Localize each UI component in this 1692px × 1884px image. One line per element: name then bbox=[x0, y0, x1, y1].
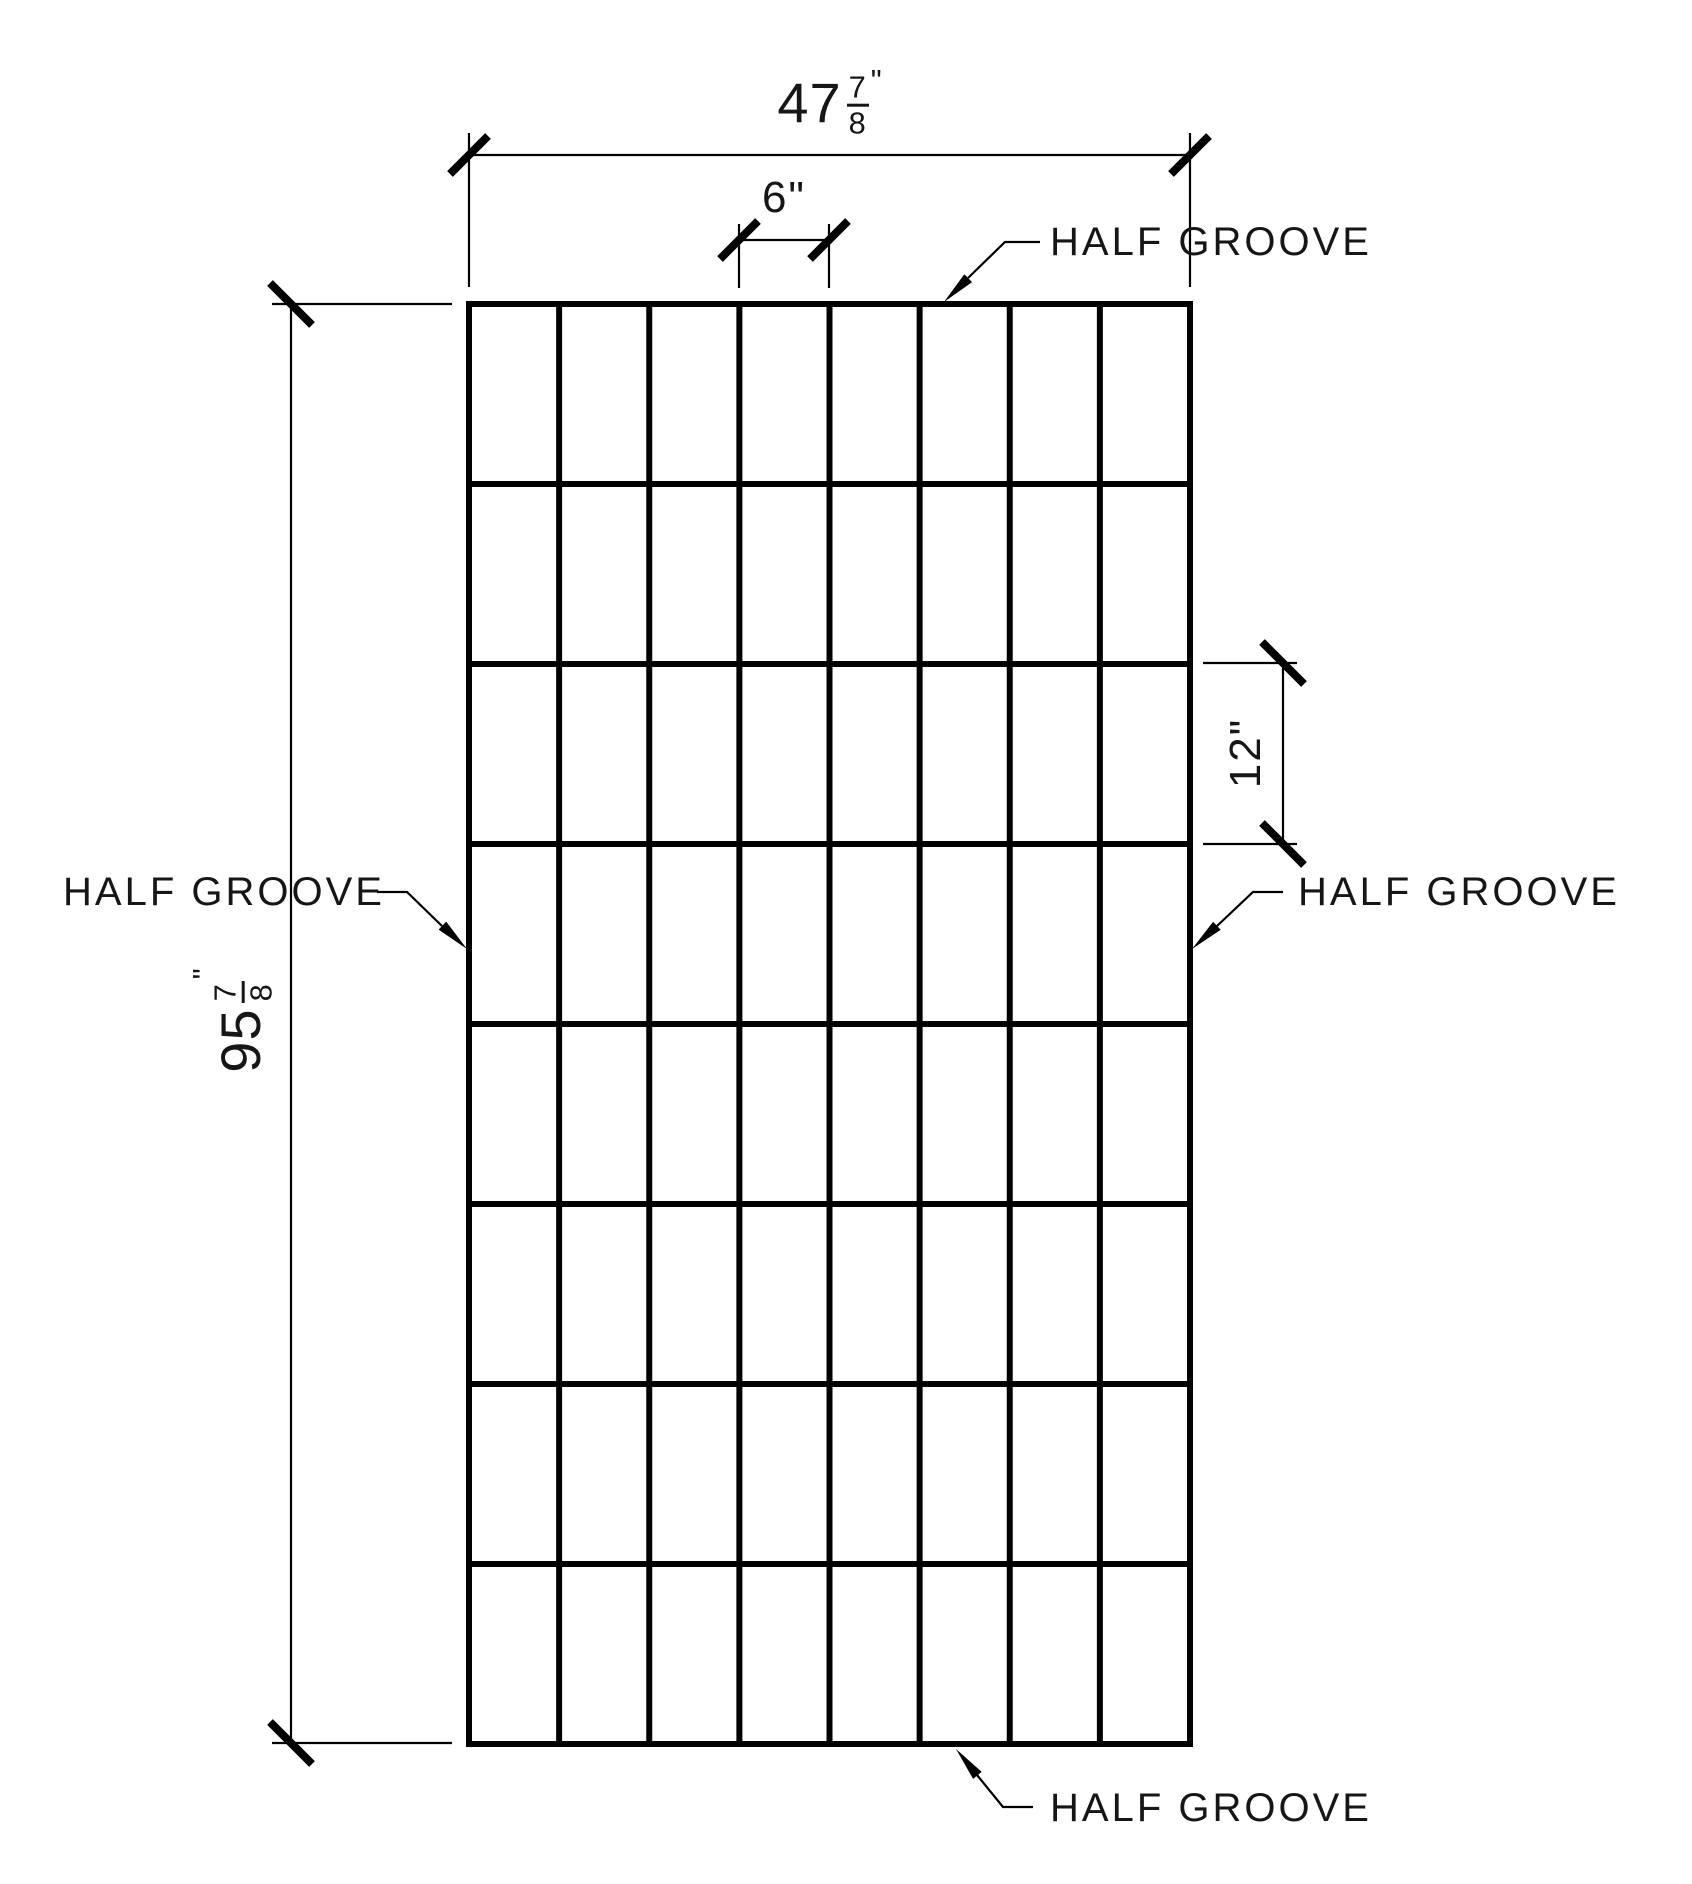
leader-line-left bbox=[377, 890, 443, 927]
tick-groove-height-top bbox=[1259, 639, 1307, 687]
arrowhead-left bbox=[438, 921, 467, 949]
leader-line-top bbox=[967, 240, 1040, 279]
tick-width-right bbox=[1168, 133, 1212, 177]
panel-grid bbox=[466, 301, 1193, 1747]
dimension-lines bbox=[272, 133, 1297, 1809]
groove-lines bbox=[469, 304, 1190, 1744]
arrowhead-right bbox=[1192, 921, 1221, 949]
width-dimension-unit: " bbox=[870, 62, 883, 98]
height-dimension-whole: 95 bbox=[208, 1008, 272, 1073]
leader-line-bottom bbox=[976, 1774, 1033, 1809]
leader-line-right bbox=[1216, 890, 1283, 927]
tick-height-bottom bbox=[267, 1719, 315, 1767]
half-groove-callout-right: HALF GROOVE bbox=[1298, 869, 1620, 914]
width-dimension-whole: 47 bbox=[777, 70, 842, 134]
height-dimension-unit: " bbox=[185, 967, 221, 980]
arrowhead-bottom bbox=[956, 1749, 982, 1779]
half-groove-callout-bottom: HALF GROOVE bbox=[1050, 1785, 1372, 1830]
tick-groove-width-left bbox=[717, 218, 761, 262]
groove-height-dimension-label: 12" bbox=[1221, 717, 1270, 789]
tick-groove-width-right bbox=[807, 218, 851, 262]
tick-groove-height-bottom bbox=[1259, 820, 1307, 868]
arrowhead-top bbox=[944, 274, 973, 302]
half-groove-callout-top: HALF GROOVE bbox=[1050, 219, 1372, 264]
half-groove-callout-left: HALF GROOVE bbox=[63, 869, 385, 914]
leader-arrowheads bbox=[438, 274, 1221, 1779]
tick-height-top bbox=[267, 280, 315, 328]
tick-width-left bbox=[447, 133, 491, 177]
groove-width-dimension-label: 6" bbox=[761, 173, 807, 222]
dimension-ticks bbox=[267, 133, 1307, 1767]
